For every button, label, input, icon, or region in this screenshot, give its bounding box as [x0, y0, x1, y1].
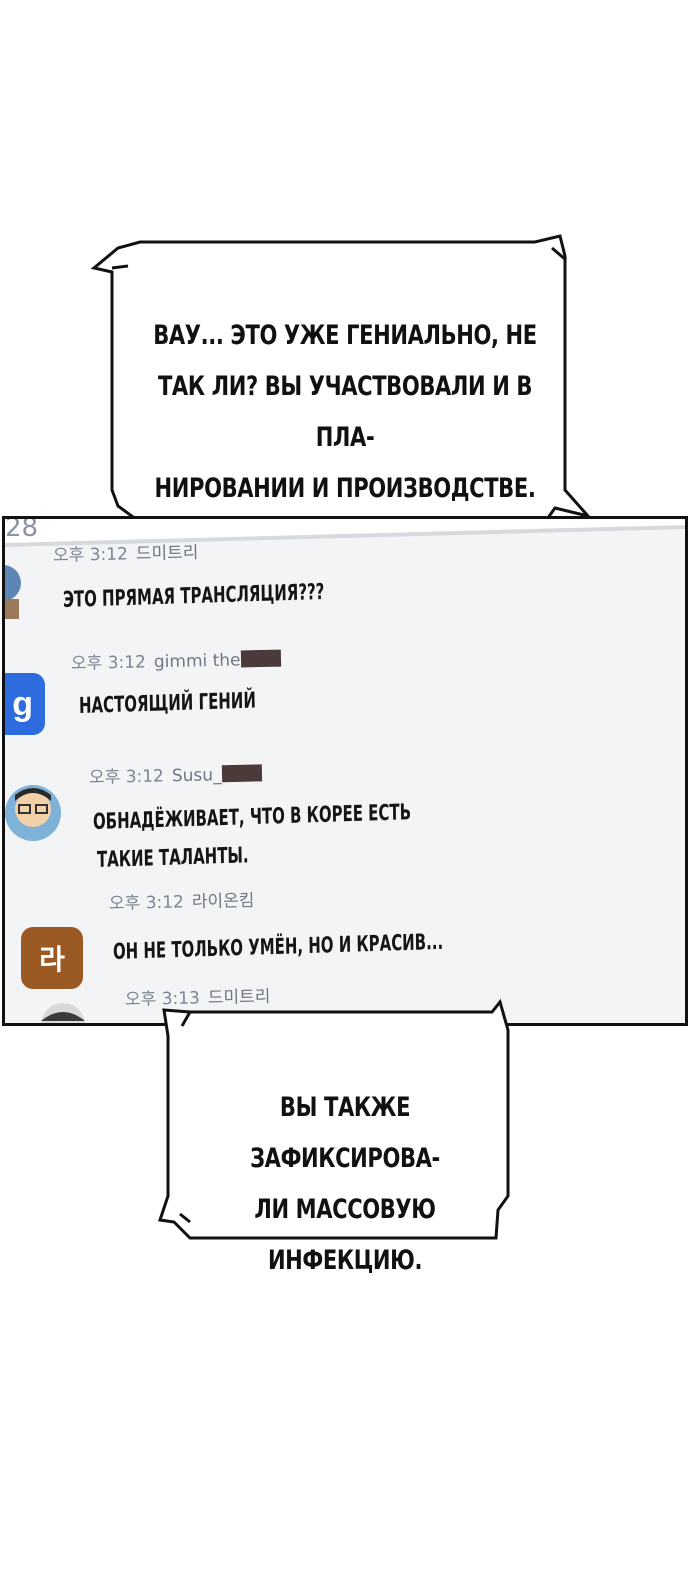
bubble-line: Вы также зафиксирова- [250, 1092, 440, 1174]
corner-number: 28 [5, 516, 39, 543]
bubble-line: нировании и производстве. [154, 473, 536, 504]
speech-bubble-1-text: Вау... это уже гениально, не так ли? Вы … [150, 310, 540, 514]
avatar-5 [41, 1003, 85, 1023]
bubble-line: так ли? Вы участвовали и в пла- [157, 371, 533, 453]
avatar-g: g [5, 673, 45, 735]
avatar-susu [5, 785, 61, 841]
panel-top-edge [5, 519, 685, 547]
speech-bubble-2-text: Вы также зафиксирова- ли массовую инфекц… [193, 1082, 497, 1286]
avatar-ra: 라 [21, 927, 83, 989]
bubble-line: ли массовую инфекцию. [254, 1194, 436, 1276]
avatar-1 [5, 565, 21, 619]
bubble-line: Вау... это уже гениально, не [153, 320, 537, 351]
